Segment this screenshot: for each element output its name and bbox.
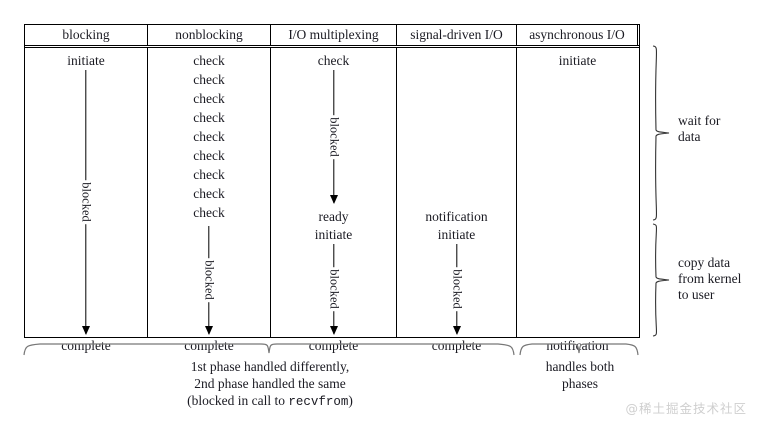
column-io-multiplexing: check blocked ready initiate blocked com…: [271, 48, 397, 352]
wait-for-data-brace-icon: [652, 45, 670, 221]
column-header-signal-driven-io: signal-driven I/O: [397, 25, 517, 45]
nonblocking-check-label-5: check: [193, 129, 225, 144]
signal-driven-initiate-label: initiate: [437, 227, 476, 242]
io-multiplexing-initiate-label: initiate: [314, 227, 353, 242]
io-multiplexing-blocked-arrow-1: blocked: [304, 70, 364, 204]
io-models-table: blocking nonblocking I/O multiplexing si…: [24, 24, 640, 352]
first-four-models-caption: 1st phase handled differently, 2nd phase…: [140, 358, 400, 411]
arrow-head-icon: [329, 326, 338, 335]
column-asynchronous-io: initiate notification: [517, 48, 638, 352]
async-model-caption: handles both phases: [545, 359, 615, 391]
column-header-io-multiplexing: I/O multiplexing: [271, 25, 397, 45]
signal-driven-blocked-arrow-label: blocked: [449, 267, 464, 311]
nonblocking-check-label-2: check: [193, 72, 225, 87]
arrow-head-icon: [329, 195, 338, 204]
wait-for-data-label: wait for data: [678, 113, 721, 144]
copy-data-brace-icon: [652, 223, 670, 337]
column-header-blocking: blocking: [25, 25, 148, 45]
column-signal-driven-io: notification initiate blocked complete: [397, 48, 517, 352]
nonblocking-blocked-arrow-label: blocked: [202, 258, 217, 302]
io-multiplexing-blocked-arrow-2: blocked: [304, 244, 364, 335]
first-four-models-brace-icon: [23, 343, 515, 356]
blocking-complete-label: complete: [61, 338, 111, 353]
blocking-blocked-arrow: blocked: [56, 70, 116, 335]
nonblocking-check-label-8: check: [193, 186, 225, 201]
signal-driven-blocked-arrow: blocked: [427, 244, 487, 335]
nonblocking-check-label-1: check: [193, 53, 225, 68]
nonblocking-check-label-4: check: [193, 110, 225, 125]
arrow-head-icon: [205, 326, 213, 335]
column-header-nonblocking: nonblocking: [148, 25, 271, 45]
io-multiplexing-blocked-arrow-2-label: blocked: [326, 267, 341, 311]
recvfrom-code: recvfrom: [288, 395, 349, 409]
nonblocking-check-label-7: check: [193, 167, 225, 182]
recvfrom-caption-line: (blocked in call to recvfrom): [187, 393, 353, 409]
nonblocking-check-label-3: check: [193, 91, 225, 106]
nonblocking-blocked-arrow: blocked: [179, 226, 239, 335]
signal-driven-notification-label: notification: [425, 209, 488, 224]
blocking-blocked-arrow-label: blocked: [79, 180, 94, 224]
io-multiplexing-complete-label: complete: [308, 338, 359, 353]
arrow-head-icon: [82, 326, 90, 335]
column-blocking: initiate blocked complete: [25, 48, 148, 352]
nonblocking-complete-label: complete: [184, 338, 234, 353]
watermark-label: @稀土掘金技术社区: [625, 401, 747, 416]
io-multiplexing-blocked-arrow-1-label: blocked: [326, 114, 341, 159]
header-divider: [25, 45, 639, 48]
io-multiplexing-ready-label: ready: [318, 209, 349, 224]
asynchronous-initiate-label: initiate: [558, 53, 597, 68]
column-header-asynchronous-io: asynchronous I/O: [517, 25, 638, 45]
arrow-head-icon: [452, 326, 461, 335]
signal-driven-complete-label: complete: [431, 338, 482, 353]
copy-data-label: copy data from kernel to user: [678, 255, 742, 302]
io-multiplexing-check-label: check: [317, 53, 350, 68]
blocking-initiate-label: initiate: [67, 53, 105, 68]
table-body: initiate blocked complete check check ch…: [25, 48, 639, 352]
column-nonblocking: check check check check check check chec…: [148, 48, 271, 352]
table-header-row: blocking nonblocking I/O multiplexing si…: [25, 25, 639, 48]
nonblocking-check-label-9: check: [193, 205, 225, 220]
nonblocking-check-label-6: check: [193, 148, 225, 163]
async-model-brace-icon: [519, 343, 639, 356]
